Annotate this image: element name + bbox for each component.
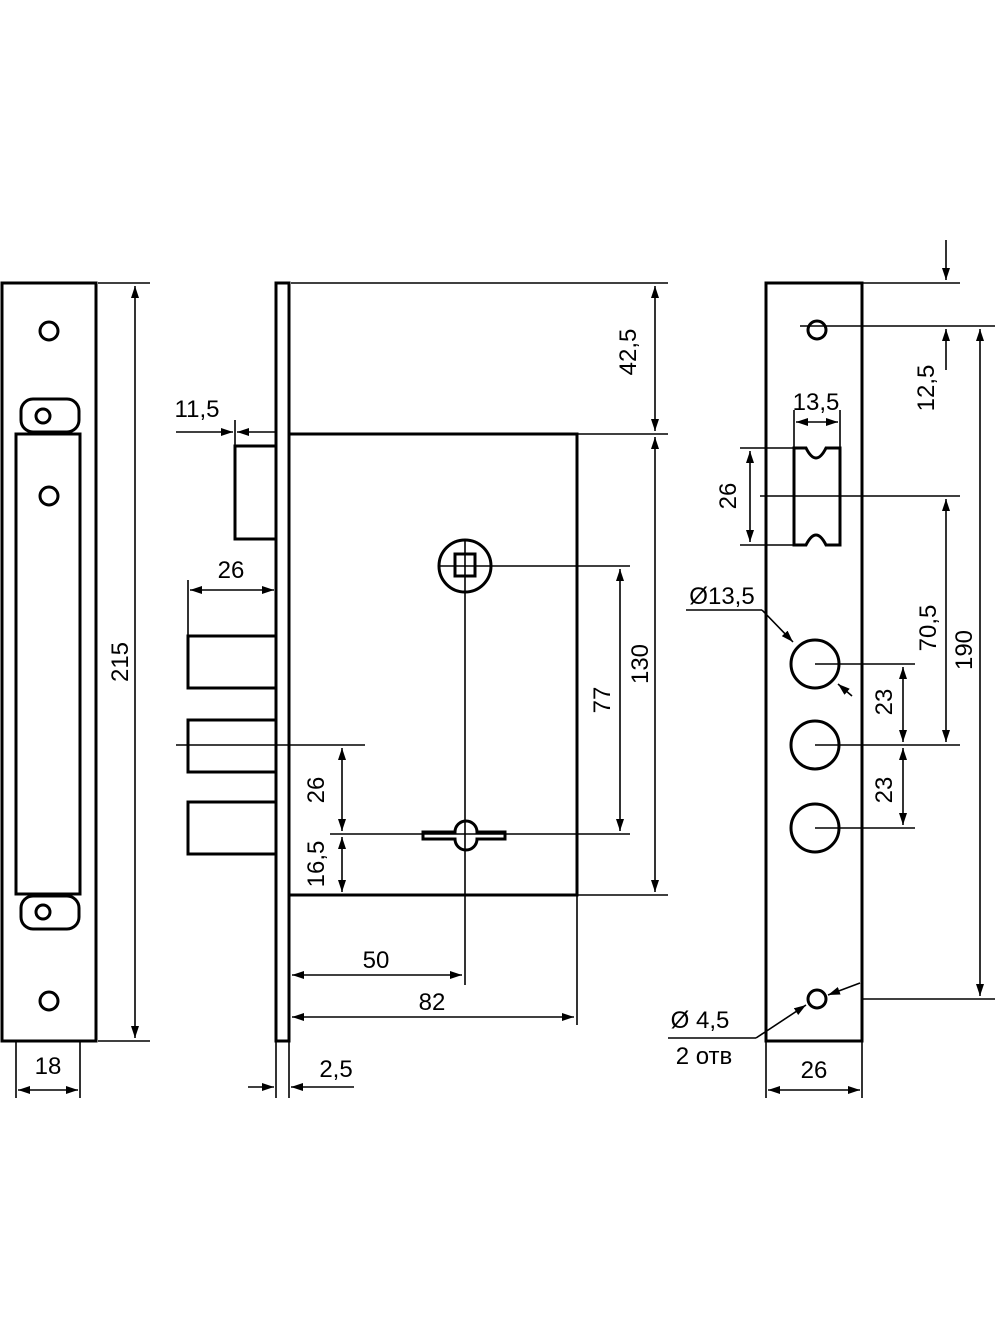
deadbolt-3 [186, 800, 278, 856]
dim-case-height: 130 [627, 644, 654, 684]
dim-top-to-case: 42,5 [615, 329, 642, 376]
strike-plate-pocket [14, 432, 82, 896]
strike-upper-slot [19, 397, 81, 434]
screw-hole-icon [806, 319, 828, 341]
screw-hole-icon [38, 320, 60, 342]
deadbolt-2 [186, 718, 278, 774]
keyhole-icon [421, 819, 507, 852]
leader-line [761, 609, 794, 643]
dim-latch-offset: 11,5 [175, 396, 220, 423]
deadbolt-1 [186, 634, 278, 690]
screw-hole-icon [38, 990, 60, 1012]
dim-screw-hole-diameter: Ø 4,5 [671, 1007, 730, 1034]
screw-hole-icon [806, 988, 828, 1010]
leader-line [755, 1004, 807, 1039]
faceplate [274, 281, 291, 1043]
dim-bolt-pitch-1: 23 [871, 689, 898, 716]
faceplate-front-view: 12,5 13,5 26 Ø13,5 70,5 190 23 23 Ø 4,5 … [668, 240, 995, 1098]
dim-bolt-spacing: 26 [303, 777, 330, 804]
dim-latch-height: 26 [715, 483, 742, 510]
dim-latch-width: 13,5 [793, 389, 840, 416]
dim-key-to-bottom: 16,5 [303, 841, 330, 888]
dim-hole-to-bolt: 70,5 [915, 605, 942, 652]
dim-faceplate-thickness: 2,5 [319, 1056, 352, 1083]
dim-top-hole-offset: 12,5 [913, 365, 940, 412]
strike-lower-slot [19, 894, 81, 931]
faceplate-front-outline [764, 281, 864, 1043]
leader-line [827, 982, 861, 996]
screw-hole-icon [38, 485, 60, 507]
screw-hole-icon [34, 407, 52, 425]
screw-hole-icon [34, 903, 52, 921]
dim-strike-length: 215 [107, 642, 134, 682]
dim-hole-spacing: 190 [951, 630, 978, 670]
dim-bolt-throw: 26 [218, 557, 245, 584]
dim-screw-hole-count: 2 отв [676, 1043, 733, 1070]
dim-bolt-hole-diameter: Ø13,5 [689, 583, 754, 610]
leader-line [837, 683, 853, 697]
strike-plate-view: 215 18 [0, 281, 150, 1098]
latch-bolt [233, 444, 278, 541]
strike-plate-outline [0, 281, 98, 1043]
lock-case [287, 432, 579, 897]
dim-bolt-pitch-2: 23 [871, 777, 898, 804]
dim-spindle-to-key: 77 [589, 687, 616, 714]
latch-opening [792, 446, 842, 547]
dim-backset: 50 [363, 947, 390, 974]
dim-faceplate-width: 26 [801, 1057, 828, 1084]
lock-body-view: 11,5 26 42,5 130 77 26 16,5 50 82 2,5 [175, 281, 668, 1098]
dim-case-depth: 82 [419, 989, 446, 1016]
dim-strike-width: 18 [35, 1053, 62, 1080]
